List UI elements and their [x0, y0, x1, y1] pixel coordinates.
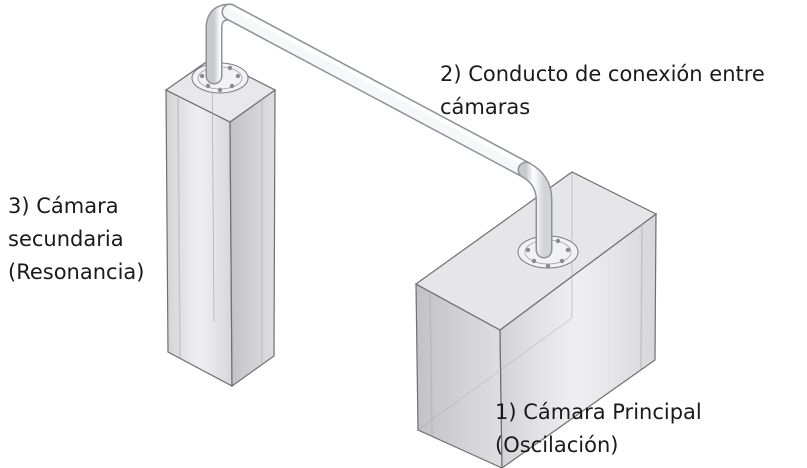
secondary-chamber-label: 3) Cámara secundaria (Resonancia): [8, 190, 144, 289]
conduit-label: 2) Conducto de conexión entre cámaras: [440, 58, 765, 124]
main-chamber-label-line1: 1) Cámara Principal: [495, 400, 702, 424]
conduit-label-line1: 2) Conducto de conexión entre: [440, 62, 765, 86]
secondary-chamber: [164, 57, 277, 388]
secondary-chamber-label-line3: (Resonancia): [8, 260, 145, 284]
connecting-duct: [205, 3, 553, 259]
secondary-chamber-label-line1: 3) Cámara: [8, 194, 119, 218]
secondary-chamber-side-face: [229, 88, 276, 388]
main-chamber-label-line2: (Oscilación): [495, 433, 619, 457]
conduit-label-line2: cámaras: [440, 95, 531, 119]
main-chamber-label: 1) Cámara Principal (Oscilación): [495, 396, 702, 462]
secondary-chamber-front-face: [165, 89, 233, 388]
secondary-chamber-label-line2: secundaria: [8, 227, 124, 251]
